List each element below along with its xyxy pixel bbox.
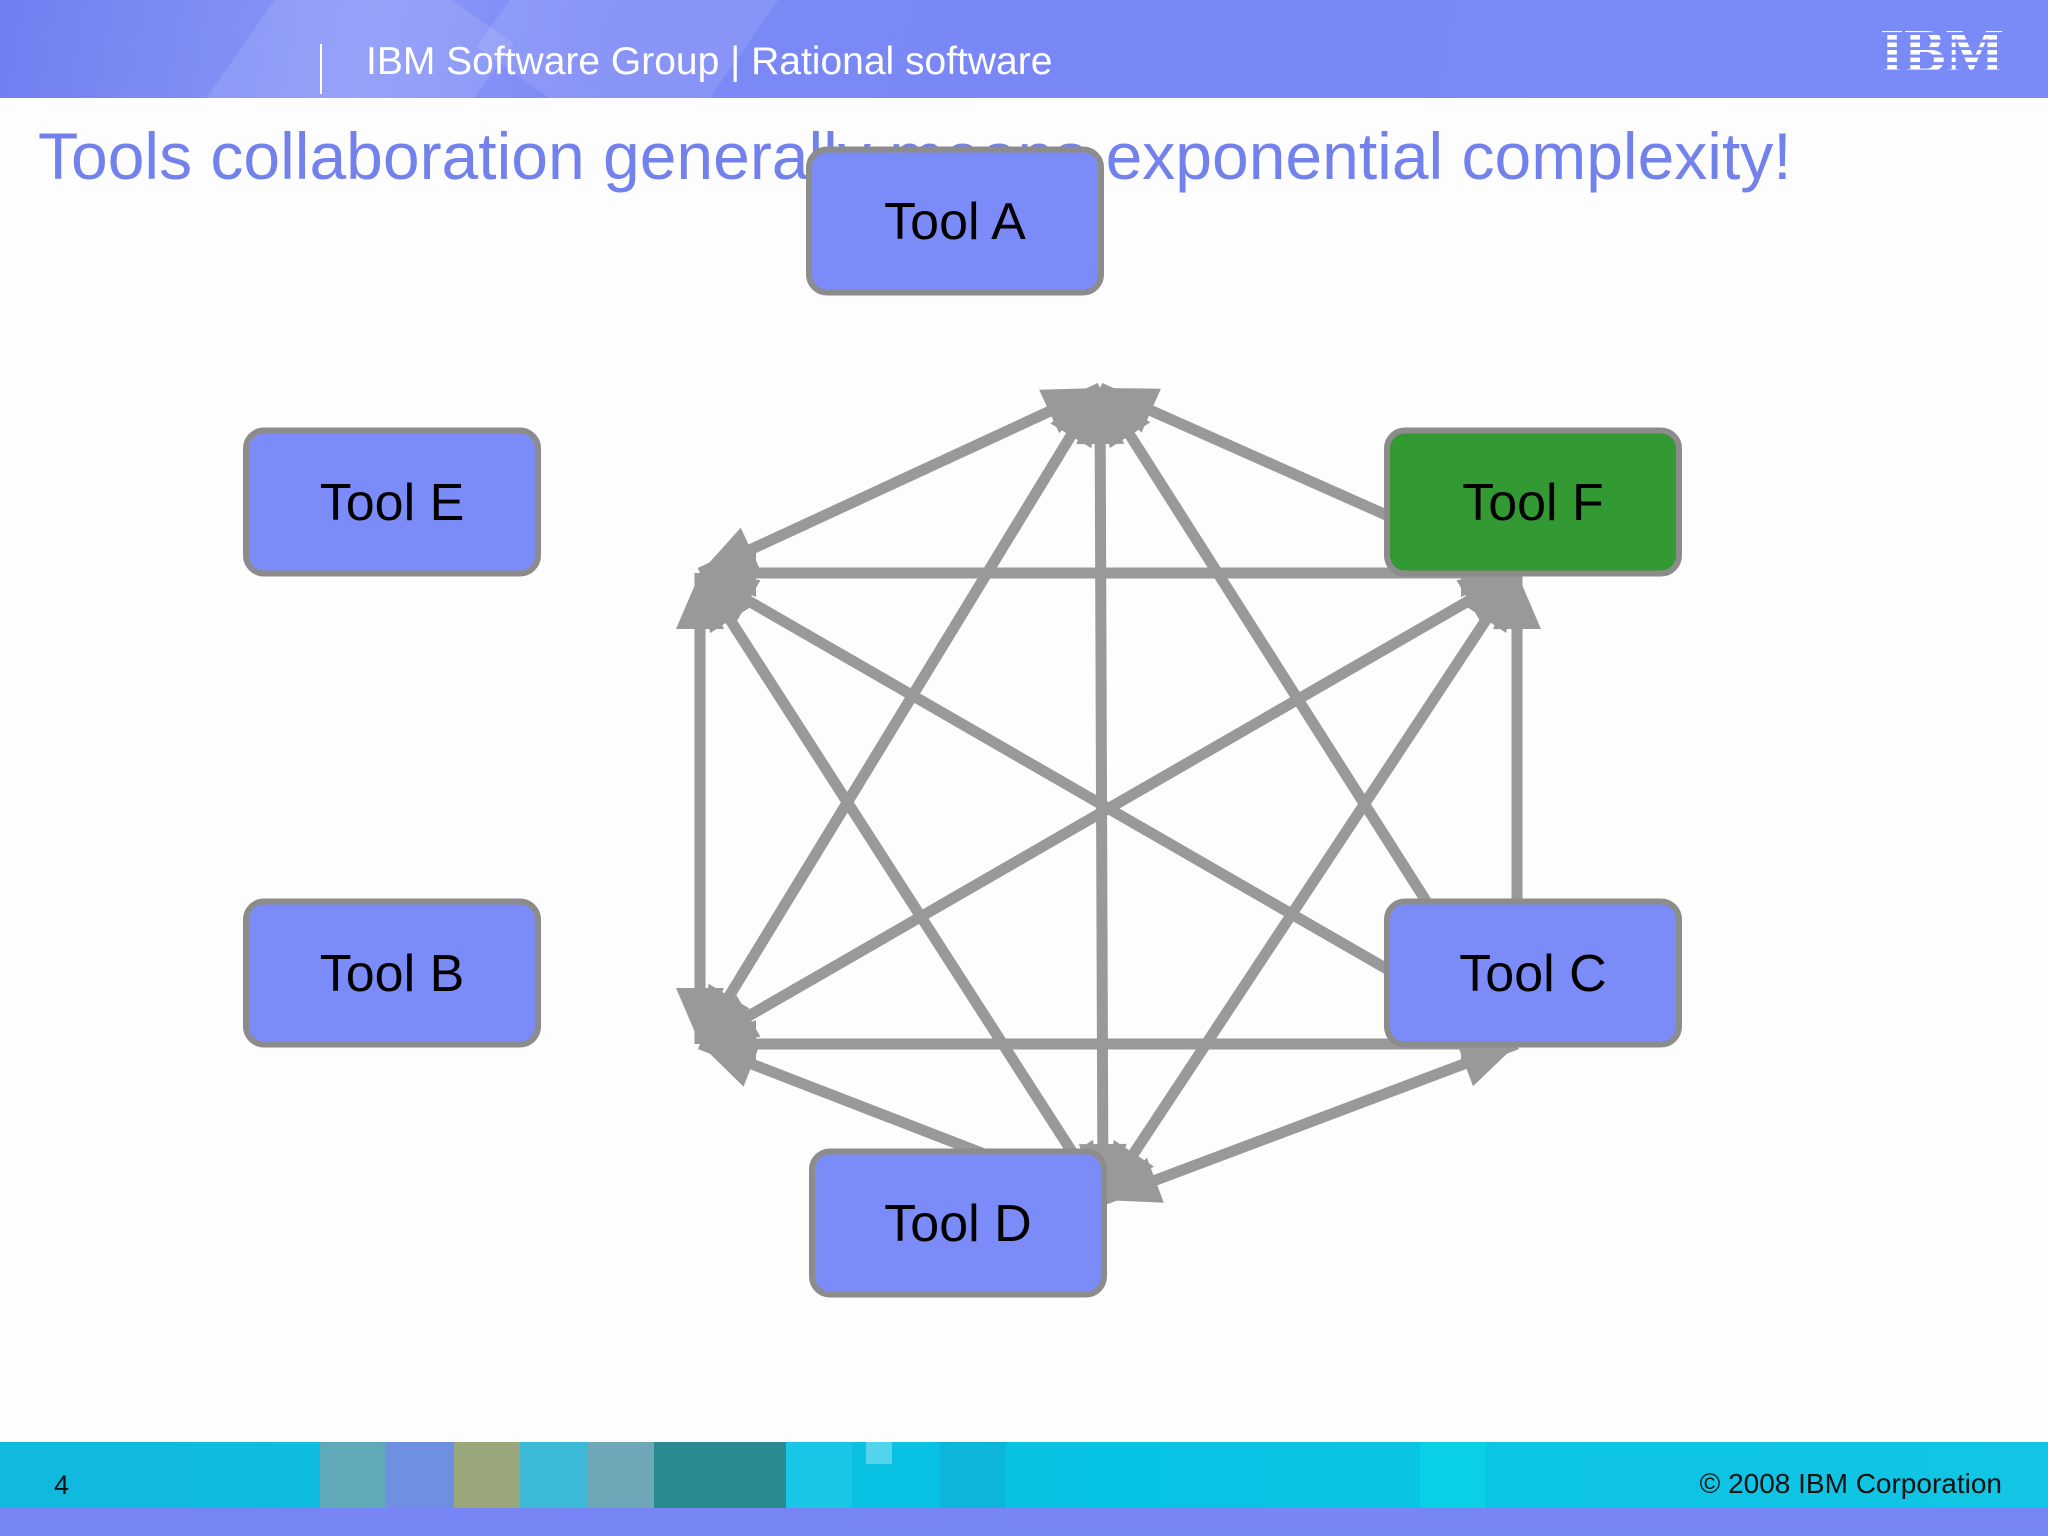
header-group-text: IBM Software Group | Rational software — [366, 40, 1053, 83]
tool-e-node: Tool E — [243, 427, 541, 577]
edge-a-e — [697, 383, 1103, 578]
edge-c-d — [1101, 1038, 1519, 1206]
footer-bar: 4 © 2008 IBM Corporation — [0, 1442, 2048, 1508]
edge-a-b — [695, 385, 1105, 1047]
edges-layer — [694, 382, 1523, 1206]
ibm-logo-text: IBM — [1880, 20, 2004, 80]
footer-tile — [1420, 1442, 1486, 1508]
arrowhead-e — [700, 573, 751, 634]
tool-a-node: Tool A — [806, 146, 1104, 296]
tool-b-node: Tool B — [243, 898, 541, 1048]
arrowhead-d — [1103, 1157, 1164, 1203]
footer-tile — [320, 1442, 386, 1508]
header-separator — [320, 44, 322, 94]
page-number: 4 — [54, 1470, 70, 1500]
tool-e-box — [243, 427, 541, 577]
edge-e-d — [695, 570, 1108, 1203]
arrowhead-f — [1466, 573, 1517, 633]
tool-c-node: Tool C — [1384, 898, 1682, 1048]
footer-tile — [940, 1442, 1006, 1508]
ibm-logo: IBM — [1880, 20, 2004, 80]
tool-a-box — [806, 146, 1104, 296]
tool-d-node: Tool D — [809, 1148, 1107, 1298]
tool-b-box — [243, 898, 541, 1048]
footer-tile — [588, 1442, 654, 1508]
arrowhead-a — [1076, 388, 1125, 445]
footer-tile — [786, 1442, 852, 1508]
edge-f-b — [697, 568, 1520, 1049]
footer-tile — [866, 1442, 892, 1464]
footer-bottom-band — [0, 1508, 2048, 1536]
arrowhead-c — [1456, 1041, 1517, 1087]
tool-c-box — [1384, 898, 1682, 1048]
tool-a-label: Tool A — [884, 193, 1026, 251]
nodes-layer: Tool A Tool E Tool F Tool B Tool C Tool D — [243, 146, 1682, 1298]
copyright-text: © 2008 IBM Corporation — [1699, 1468, 2002, 1499]
footer-tile — [454, 1442, 520, 1508]
footer-image-strip — [320, 1442, 1486, 1508]
footer-tile — [654, 1442, 786, 1508]
tool-d-label: Tool D — [884, 1195, 1031, 1253]
tool-f-label: Tool F — [1462, 474, 1604, 532]
tool-f-box — [1384, 427, 1682, 577]
tool-c-label: Tool C — [1459, 945, 1606, 1003]
tool-b-label: Tool B — [320, 945, 465, 1003]
arrowhead-d — [1103, 1140, 1154, 1200]
tool-f-node: Tool F — [1384, 427, 1682, 577]
arrowhead-b — [676, 988, 724, 1044]
footer-tile — [520, 1442, 588, 1508]
edge-a-d — [1094, 387, 1109, 1201]
footer-tile — [386, 1442, 454, 1508]
header-bar: IBM Software Group | Rational software I… — [0, 0, 2048, 98]
arrowhead-b — [700, 1041, 761, 1087]
tool-d-box — [809, 1148, 1107, 1298]
tool-e-label: Tool E — [320, 474, 465, 532]
edge-f-d — [1098, 569, 1522, 1204]
